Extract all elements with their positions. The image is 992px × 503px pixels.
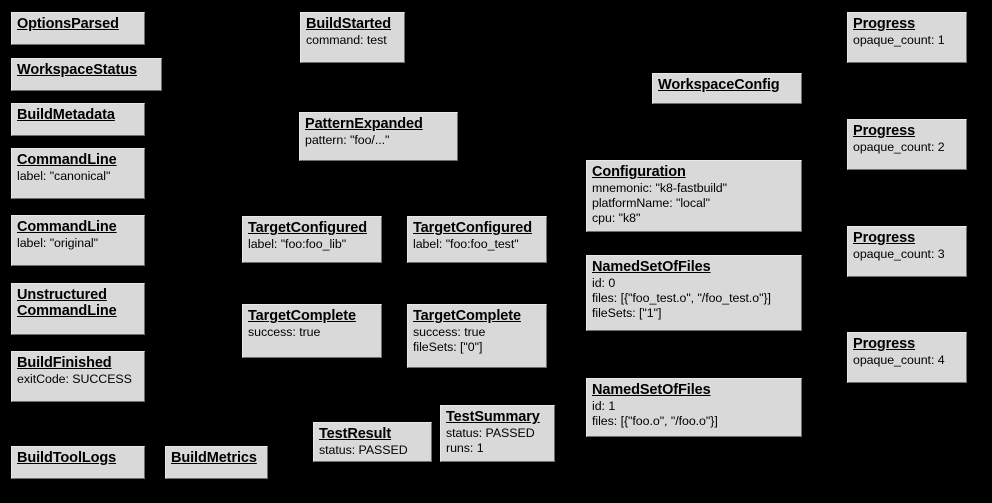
- event-node-title: BuildMetadata: [17, 107, 115, 123]
- event-node-title: BuildMetrics: [171, 450, 257, 466]
- event-node-properties: opaque_count: 4: [853, 353, 945, 368]
- event-node-title: TestResult: [319, 426, 392, 442]
- event-node-properties: mnemonic: "k8-fastbuild" platformName: "…: [592, 181, 728, 225]
- event-node-unstructured-command-line[interactable]: Unstructured CommandLine: [11, 283, 145, 335]
- event-node-properties: label: "canonical": [17, 169, 111, 184]
- event-node-title: WorkspaceStatus: [17, 62, 137, 78]
- event-node-title: TargetComplete: [413, 308, 521, 324]
- event-node-properties: command: test: [306, 33, 387, 48]
- event-node-properties: success: true fileSets: ["0"]: [413, 325, 486, 355]
- event-node-title: CommandLine: [17, 219, 117, 235]
- event-node-properties: opaque_count: 1: [853, 33, 945, 48]
- event-node-title: TargetConfigured: [413, 220, 532, 236]
- event-node-title: Configuration: [592, 164, 686, 180]
- event-node-options-parsed[interactable]: OptionsParsed: [11, 12, 145, 45]
- event-node-workspace-config[interactable]: WorkspaceConfig: [652, 73, 802, 104]
- event-node-title: WorkspaceConfig: [658, 77, 780, 93]
- event-node-properties: id: 1 files: [{"foo.o", "/foo.o"}]: [592, 399, 718, 429]
- event-node-properties: status: PASSED runs: 1: [446, 426, 535, 456]
- event-node-properties: id: 0 files: [{"foo_test.o", "/foo_test.…: [592, 276, 771, 320]
- event-node-title: TargetComplete: [248, 308, 356, 324]
- event-node-properties: opaque_count: 3: [853, 247, 945, 262]
- event-node-title: PatternExpanded: [305, 116, 423, 132]
- event-node-title: Progress: [853, 230, 916, 246]
- event-node-properties: label: "foo:foo_test": [413, 237, 519, 252]
- event-node-title: CommandLine: [17, 152, 117, 168]
- event-node-title: TestSummary: [446, 409, 540, 425]
- event-node-build-tool-logs[interactable]: BuildToolLogs: [11, 446, 145, 479]
- event-node-workspace-status[interactable]: WorkspaceStatus: [11, 58, 162, 91]
- event-node-properties: label: "original": [17, 236, 98, 251]
- event-node-title: OptionsParsed: [17, 16, 119, 32]
- event-node-title: TargetConfigured: [248, 220, 367, 236]
- event-node-properties: pattern: "foo/...": [305, 133, 390, 148]
- event-node-build-metadata[interactable]: BuildMetadata: [11, 103, 145, 136]
- event-node-title: NamedSetOfFiles: [592, 259, 711, 275]
- event-node-properties: opaque_count: 2: [853, 140, 945, 155]
- event-node-title: NamedSetOfFiles: [592, 382, 711, 398]
- event-node-title: Progress: [853, 16, 916, 32]
- event-node-properties: success: true: [248, 325, 321, 340]
- event-node-title: BuildStarted: [306, 16, 392, 32]
- event-node-build-metrics[interactable]: BuildMetrics: [165, 446, 268, 479]
- event-node-title: Unstructured CommandLine: [17, 287, 117, 320]
- event-node-properties: label: "foo:foo_lib": [248, 237, 347, 252]
- event-node-properties: status: PASSED: [319, 443, 408, 458]
- event-node-title: Progress: [853, 336, 916, 352]
- event-node-title: BuildToolLogs: [17, 450, 117, 466]
- event-node-title: Progress: [853, 123, 916, 139]
- event-node-title: BuildFinished: [17, 355, 112, 371]
- event-node-properties: exitCode: SUCCESS: [17, 372, 132, 387]
